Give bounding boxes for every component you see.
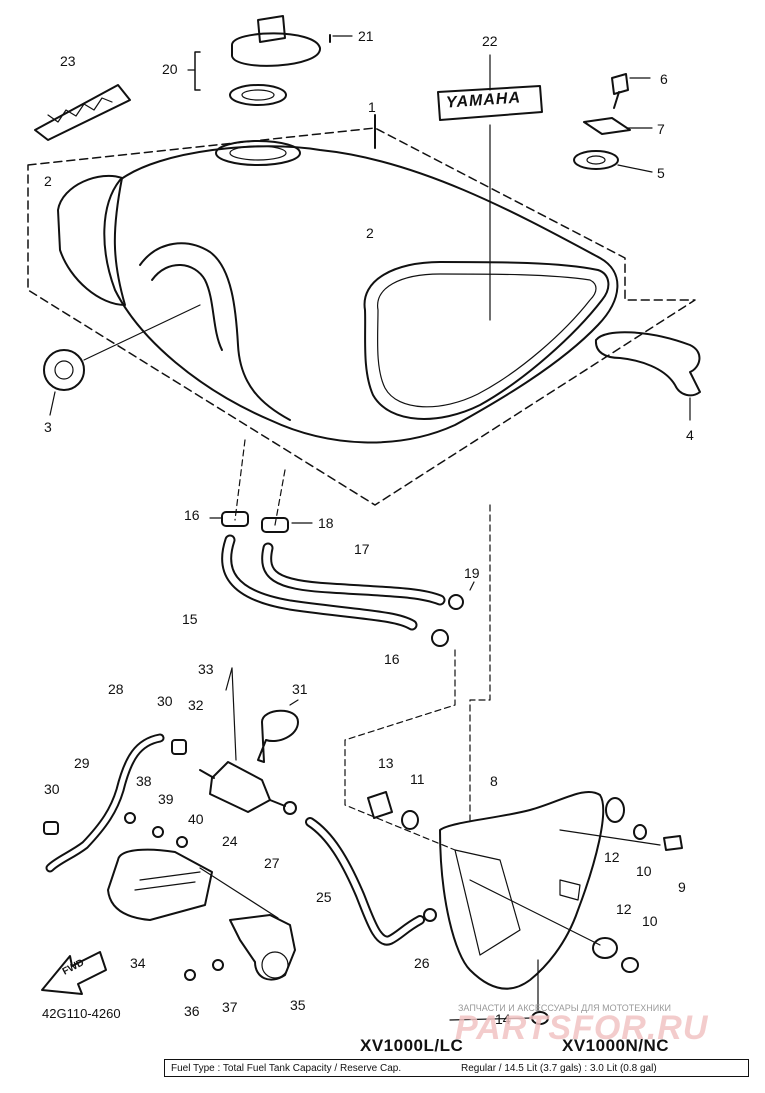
damper-13: [367, 791, 393, 819]
clip-30-b: [43, 821, 59, 835]
callout-2: 2: [366, 225, 374, 241]
callout-35: 35: [290, 997, 306, 1013]
callout-31: 31: [292, 681, 308, 697]
clip-27: [283, 801, 297, 815]
callout-12: 12: [616, 901, 632, 917]
callout-12: 12: [604, 849, 620, 865]
clip-16-upper: [221, 511, 249, 527]
fuel-cap-gasket: [229, 84, 287, 106]
callout-32: 32: [188, 697, 204, 713]
callout-29: 29: [74, 755, 90, 771]
callout-28: 28: [108, 681, 124, 697]
watermark-caption: ЗАПЧАСТИ И АКСЕССУАРЫ ДЛЯ МОТОТЕХНИКИ: [458, 1003, 671, 1013]
bracket-35: [229, 914, 296, 981]
callout-8: 8: [490, 773, 498, 789]
collar-10-a: [633, 824, 647, 840]
callout-27: 27: [264, 855, 280, 871]
callout-17: 17: [354, 541, 370, 557]
callout-22: 22: [482, 33, 498, 49]
washer-39: [152, 826, 164, 838]
callout-39: 39: [158, 791, 174, 807]
callout-1: 1: [368, 99, 376, 115]
fuel-cap-key: [257, 15, 286, 43]
damper-5: [573, 150, 619, 170]
callout-37: 37: [222, 999, 238, 1015]
callout-20: 20: [162, 61, 178, 77]
tank-rear-bracket: [594, 331, 701, 397]
reserve-tank-8: [439, 790, 605, 990]
tank-front-panel: [139, 242, 291, 421]
callout-36: 36: [184, 1003, 200, 1019]
collar-10-b: [621, 957, 639, 973]
callout-10: 10: [642, 913, 658, 929]
clip-19: [448, 594, 464, 610]
callout-30: 30: [157, 693, 173, 709]
callout-26: 26: [414, 955, 430, 971]
pad-23: [34, 84, 131, 141]
screw-38: [124, 812, 136, 824]
callout-7: 7: [657, 121, 665, 137]
fuel-spec-table: Fuel Type : Total Fuel Tank Capacity / R…: [164, 1059, 749, 1077]
canister-34: [107, 848, 213, 921]
yamaha-emblem-plate: [437, 85, 543, 121]
callout-30: 30: [44, 781, 60, 797]
callout-21: 21: [358, 28, 374, 44]
callout-25: 25: [316, 889, 332, 905]
callout-34: 34: [130, 955, 146, 971]
callout-4: 4: [686, 427, 694, 443]
fuel-tank-body: [103, 145, 619, 444]
collar-40: [176, 836, 188, 848]
callout-24: 24: [222, 833, 238, 849]
callout-11: 11: [410, 771, 425, 787]
clip-30-a: [171, 739, 187, 755]
tank-left-badge: [57, 174, 126, 306]
grommet-12-a: [605, 797, 625, 823]
clip-16-lower: [431, 629, 449, 647]
washer-7: [583, 117, 631, 135]
tank-front-inner: [151, 264, 223, 351]
tank-outline-dashed: [27, 127, 696, 506]
callout-15: 15: [182, 611, 198, 627]
callout-6: 6: [660, 71, 668, 87]
callout-33: 33: [198, 661, 214, 677]
model-right: XV1000N/NC: [562, 1036, 670, 1055]
grommet-11: [401, 810, 419, 830]
clip-18: [261, 517, 289, 533]
bolt-36: [184, 969, 196, 981]
diagram-part-code: 42G110-4260: [42, 1006, 121, 1021]
callout-16: 16: [184, 507, 200, 523]
callout-9: 9: [678, 879, 686, 895]
callout-13: 13: [378, 755, 394, 771]
bolt-9: [663, 835, 683, 851]
callout-18: 18: [318, 515, 334, 531]
spec-value: Regular / 14.5 Lit (3.7 gals) : 3.0 Lit …: [461, 1063, 657, 1074]
fuel-filter-24: [209, 761, 271, 813]
callout-14: 14: [495, 1011, 511, 1027]
bolt-6: [611, 73, 629, 95]
bracket-31: [257, 709, 299, 763]
callout-38: 38: [136, 773, 152, 789]
callout-40: 40: [188, 811, 204, 827]
grommet-3: [43, 349, 85, 391]
fuel-cap: [231, 32, 322, 67]
callout-23: 23: [60, 53, 76, 69]
callout-10: 10: [636, 863, 652, 879]
callout-5: 5: [657, 165, 665, 181]
hose-28: [45, 733, 165, 873]
fwd-arrow: [41, 951, 107, 995]
washer-37: [212, 959, 224, 971]
grommet-12-b: [592, 937, 618, 959]
callout-19: 19: [464, 565, 480, 581]
callout-16: 16: [384, 651, 400, 667]
watermark-site: PARTSFOR.RU: [455, 1009, 709, 1047]
model-left: XV1000L/LC: [360, 1036, 464, 1055]
tank-filler-opening: [215, 140, 301, 166]
callout-3: 3: [44, 419, 52, 435]
callout-2: 2: [44, 173, 52, 189]
clip-26: [423, 908, 437, 922]
tank-side-emblem: [363, 261, 610, 420]
spec-label: Fuel Type : Total Fuel Tank Capacity / R…: [171, 1063, 402, 1074]
